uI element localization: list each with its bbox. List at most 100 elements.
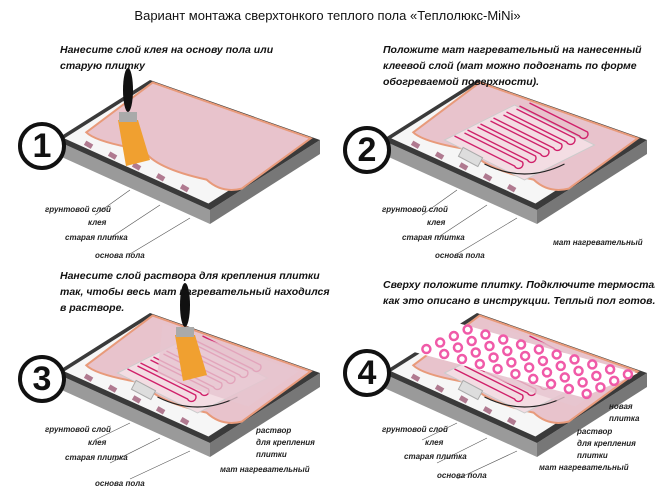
tile-marker [131,395,142,404]
instruction-line: Нанесите слой раствора для крепления пли… [60,270,320,282]
tile-pattern [462,324,473,335]
tile-pattern [573,365,584,377]
label-old-tile: старая плитка [404,452,467,461]
base-side-right [537,373,647,457]
step-number: 2 [343,126,391,174]
tile-marker [83,140,94,149]
tile-pattern [434,337,446,348]
step-number: 4 [343,349,391,397]
tile-pattern [559,372,571,383]
tile-pattern [488,352,499,363]
tile-marker [179,184,190,193]
step-instruction: Положите мат нагревательный на нанесенны… [383,42,642,90]
label-line: для крепления [577,439,636,448]
tile-marker [506,184,517,193]
tile-pattern [527,373,539,385]
base-side-left [382,373,537,457]
tile-marker [482,406,493,415]
label-old-tile: старая плитка [65,233,128,242]
label-line: раствор [577,427,613,436]
label-glue: клея [425,438,444,447]
tile-pattern [551,349,562,360]
heating-mat [443,104,596,181]
label-primer: грунтовой слой [382,425,448,434]
label-primer: грунтовой слой [45,425,111,434]
tile-pattern [563,383,575,395]
tile-marker [131,162,142,171]
power-cable [157,396,238,408]
label-heating-mat: мат нагревательный [539,463,629,472]
label-primer: грунтовой слой [382,205,448,214]
floor-illustration [55,283,320,480]
step-number: 3 [18,355,66,403]
tile-pattern [581,388,592,400]
heating-cable [127,365,197,403]
tile-pattern [492,363,503,375]
cable-connector [457,379,484,401]
leader-line [94,422,131,441]
new-tile-layer [404,323,638,400]
tile-pattern [510,368,521,380]
brush-ferrule-icon [119,112,137,122]
step-1-panel: Нанесите слой клея на основу пола или ст… [0,40,322,265]
step-3-panel: Нанесите слой раствора для крепления пли… [0,265,330,490]
glue-layer [84,81,313,191]
label-glue: клея [88,218,107,227]
tile-pattern [421,343,432,355]
tile-pattern [448,330,460,342]
tile-pattern [474,358,486,370]
tile-pattern [622,369,634,380]
label-base: основа пола [437,471,487,480]
base-side-right [210,140,320,224]
heating-cable [467,126,537,164]
tile-marker [83,373,94,382]
label-new-tile: новая плитка [609,401,639,425]
tile-marker [434,151,445,160]
leader-line [436,437,488,464]
label-heating-mat: мат нагревательный [553,238,643,247]
leader-line [421,189,458,216]
instruction-line: клеевой слой (мат можно подогнать по фор… [383,60,637,72]
heating-cable [519,102,589,140]
cable-connector [457,146,484,168]
tile-pattern [595,382,606,393]
instruction-line: в растворе. [60,302,125,314]
leader-line [456,217,518,255]
leader-line [109,437,161,464]
leader-line [109,204,161,239]
instruction-line: старую плитку [60,60,145,72]
label-line: новая [609,402,633,411]
tile-pattern [587,359,598,370]
instruction-line: Нанесите слой клея на основу пола или [60,44,274,56]
leader-line [94,189,131,216]
tile-pattern [452,342,464,353]
tile-pattern [533,344,545,355]
heating-cable [480,120,550,158]
tile-pattern [577,377,588,388]
base-side-left [382,140,537,224]
label-line: для крепления [256,438,315,447]
instruction-line: как это описано в инструкции. Теплый пол… [383,295,655,307]
power-cable [484,163,565,175]
tile-marker [107,151,118,160]
tile-pattern [438,348,450,360]
label-old-tile: старая плитка [65,453,128,462]
tile-pattern [456,353,468,365]
leader-line [421,422,458,441]
leader-line [456,450,518,480]
tile-pattern [502,345,513,357]
label-primer: грунтовой слой [45,205,111,214]
tile-marker [434,384,445,393]
tile-pattern [604,364,616,375]
tile-marker [410,373,421,382]
heating-cable [506,108,576,146]
label-line: плитки [577,451,608,460]
base-side-right [537,140,647,224]
step-4-panel: Сверху положите плитку. Подключите термо… [327,265,655,490]
heating-cable [454,365,524,403]
floor-illustration [382,80,647,255]
tile-marker [179,417,190,426]
tile-pattern [484,340,495,352]
instruction-line: обогреваемой поверхности). [383,76,540,88]
label-mortar: раствор для крепления плитки [577,426,636,462]
